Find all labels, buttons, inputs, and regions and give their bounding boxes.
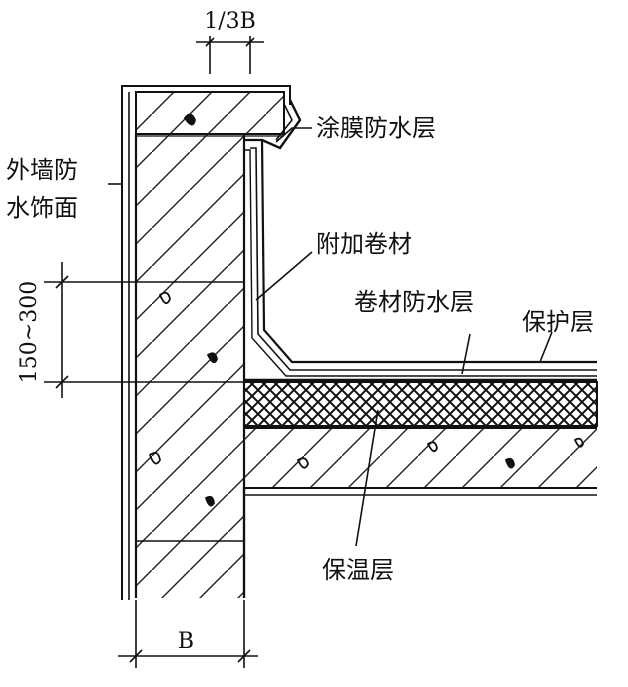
coping-cap [135, 91, 285, 135]
leader-insulation [355, 409, 379, 547]
leader-protective [539, 331, 553, 363]
coating-waterproof-layer [136, 99, 302, 150]
dimension-coping-width-label: 1/3B [204, 9, 256, 34]
dimension-upturn-height-label: 150~300 [17, 281, 42, 383]
label-protective-layer: 保护层 [522, 308, 594, 336]
label-insulation-layer: 保温层 [322, 556, 394, 584]
concrete-aggregate [148, 113, 584, 507]
roof-slab [242, 427, 597, 598]
dimension-upturn-height [44, 262, 244, 398]
leader-lines [108, 127, 553, 547]
leader-coating [275, 127, 312, 143]
dimension-wall-thickness [118, 600, 258, 668]
dimension-coping-width [196, 36, 264, 74]
label-outer-wall-line1: 外墙防 [6, 156, 78, 184]
parapet-wall [134, 134, 246, 598]
label-membrane-waterproof: 卷材防水层 [354, 288, 474, 316]
additional-membrane [244, 138, 597, 377]
leader-membrane-waterproof [461, 333, 471, 375]
insulation-layer [243, 381, 598, 427]
outer-wall-waterproof-finish [121, 85, 291, 600]
dimension-wall-thickness-label: B [178, 629, 194, 654]
label-additional-membrane: 附加卷材 [316, 230, 412, 258]
label-outer-wall-line2: 水饰面 [6, 194, 78, 222]
leader-additional-membrane [255, 251, 313, 301]
label-coating-waterproof: 涂膜防水层 [316, 114, 436, 142]
